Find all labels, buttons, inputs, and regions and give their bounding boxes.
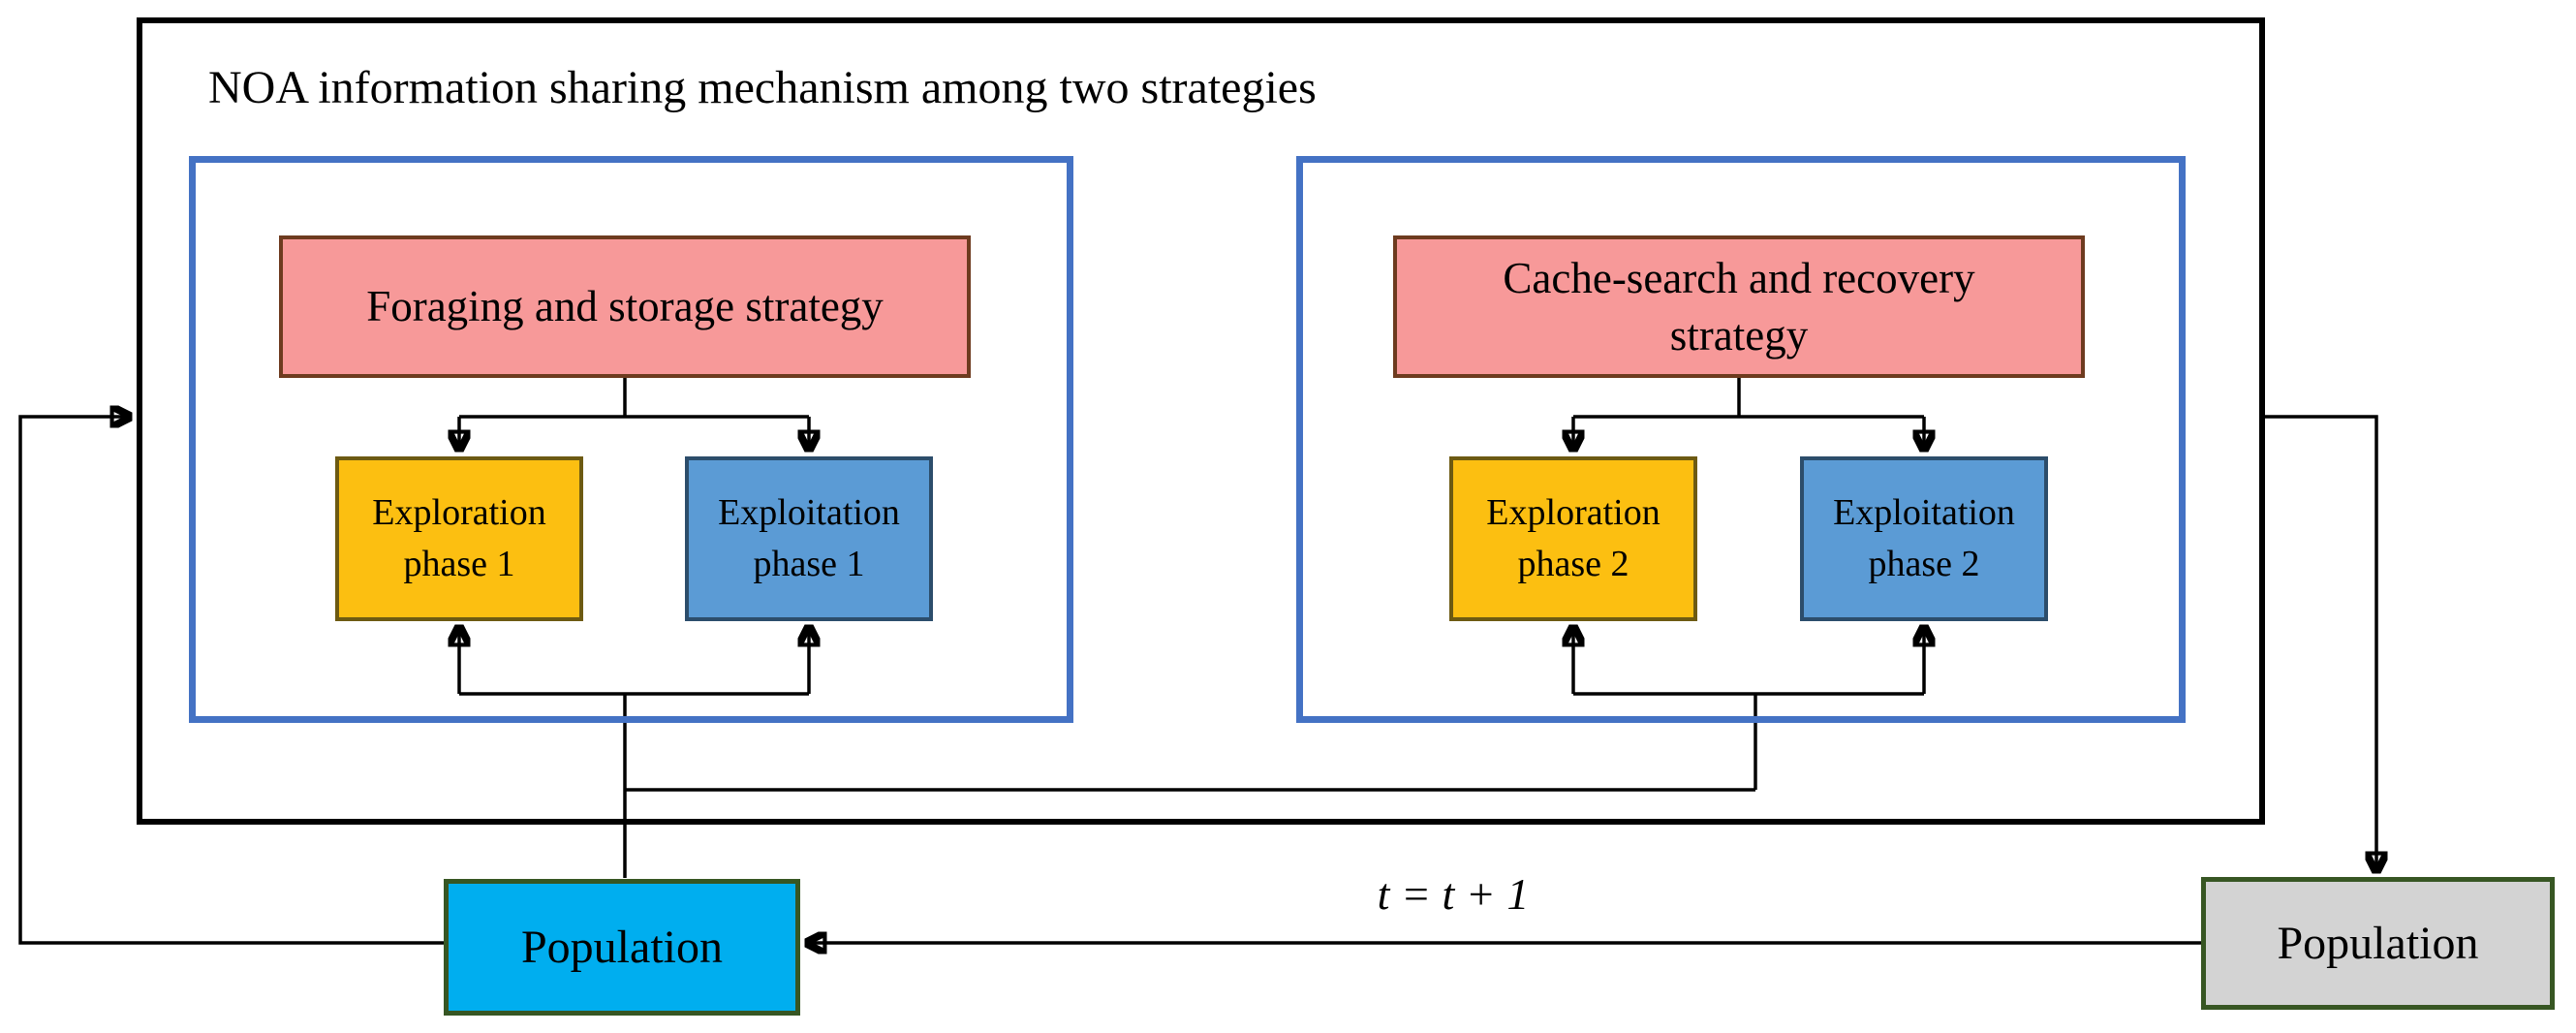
- foraging-strategy-container: [189, 156, 1073, 723]
- cache-search-recovery-strategy-label: Cache-search and recovery strategy: [1503, 254, 1975, 360]
- exploitation-phase-2-label: Exploitation phase 2: [1833, 491, 2015, 584]
- population-next-label: Population: [2277, 918, 2479, 969]
- exploitation-phase-1-label: Exploitation phase 1: [718, 491, 900, 584]
- split-frame-right: [1573, 378, 1924, 419]
- exploitation-phase-2-box: Exploitation phase 2: [1800, 456, 2048, 621]
- population-current-label: Population: [520, 922, 723, 973]
- feedback-frame: [459, 692, 1924, 878]
- exploitation-phase-1-box: Exploitation phase 1: [685, 456, 933, 621]
- diagram-title: NOA information sharing mechanism among …: [208, 62, 1317, 113]
- exploration-phase-1-box: Exploration phase 1: [335, 456, 583, 621]
- cache-search-strategy-container: [1296, 156, 2186, 723]
- exploration-phase-2-box: Exploration phase 2: [1449, 456, 1697, 621]
- noa-mechanism-box: [137, 17, 2265, 825]
- iteration-counter-label: t = t + 1: [1377, 869, 1530, 919]
- exploration-phase-2-label: Exploration phase 2: [1486, 491, 1660, 584]
- population-next-box: Population: [2201, 877, 2555, 1010]
- exploration-phase-1-label: Exploration phase 1: [372, 491, 546, 584]
- arrow-population-to-mechanism: [18, 417, 444, 945]
- arrow-mechanism-to-next-population: [2265, 415, 2376, 870]
- split-frame-left: [459, 378, 809, 419]
- cache-search-recovery-strategy-box: Cache-search and recovery strategy: [1393, 235, 2085, 378]
- population-current-box: Population: [444, 879, 800, 1016]
- foraging-storage-strategy-label: Foraging and storage strategy: [366, 282, 884, 331]
- foraging-storage-strategy-box: Foraging and storage strategy: [279, 235, 971, 378]
